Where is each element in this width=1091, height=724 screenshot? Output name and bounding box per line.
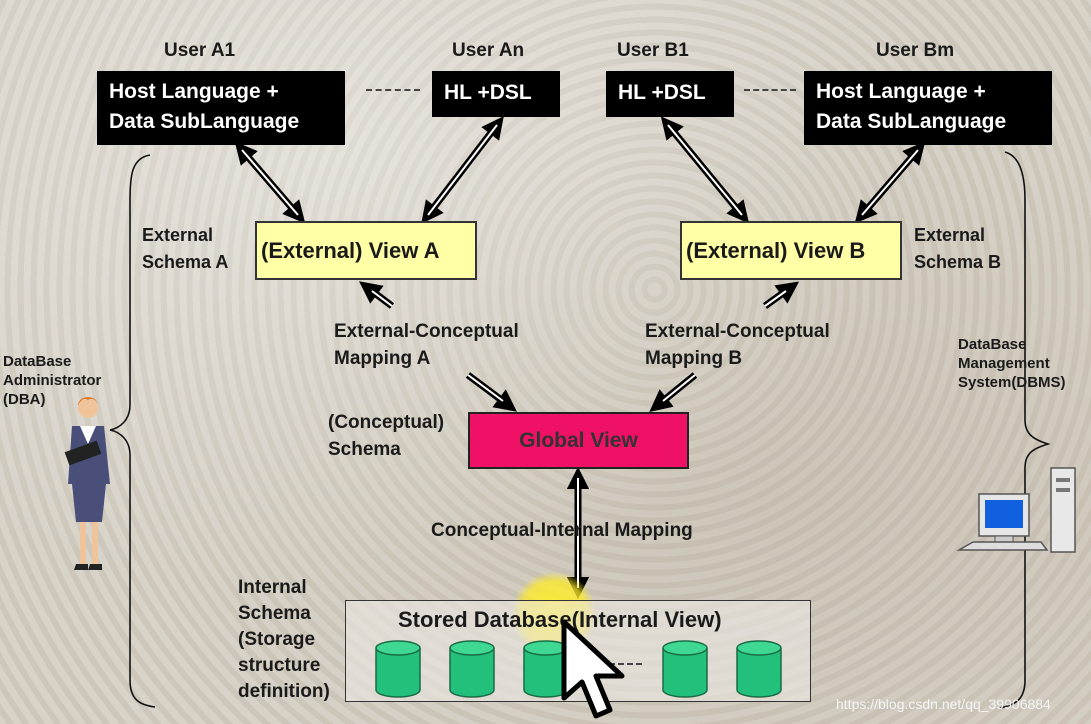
internal-schema-line1: Internal [238,577,307,598]
host-box-bm: Host Language + Data SubLanguage [804,71,1052,145]
dbms-line2: Management [958,355,1050,372]
host-a1-line2: Data SubLanguage [109,110,300,133]
mapping-b-label: External-Conceptual Mapping B [645,318,830,372]
dba-line2: Administrator [3,372,102,389]
dbms-line3: System(DBMS) [958,374,1066,391]
watermark-url: https://blog.csdn.net/qq_39906884 [836,696,1051,712]
user-a1-label: User A1 [164,40,236,61]
global-view-label: Global View [519,428,638,452]
host-an-label: HL +DSL [444,81,532,104]
user-bm-label: User Bm [876,40,955,61]
mapping-a-label: External-Conceptual Mapping A [334,318,519,372]
stored-database-label: Stored Database(Internal View) [398,607,722,632]
global-view-box: Global View [468,412,689,469]
dba-line1: DataBase [3,353,72,370]
external-schema-b-label: External Schema B [914,222,1001,276]
arrow-viewb-up [762,281,800,309]
dbms-label: DataBase Management System(DBMS) [958,335,1066,392]
mapping-a-line2: Mapping A [334,348,431,369]
user-b1-label: User B1 [617,40,689,61]
mapping-a-line1: External-Conceptual [334,321,519,342]
arrow-hostbm-viewb [854,141,926,224]
arrow-hostb1-viewb [660,116,750,224]
external-schema-b-line2: Schema B [914,252,1002,272]
database-cylinder-icon [736,640,782,698]
dbms-line1: DataBase [958,336,1027,353]
conceptual-internal-mapping-label: Conceptual-Internal Mapping [431,520,693,541]
conceptual-schema-label: (Conceptual) Schema [328,409,444,463]
person-icon [64,397,110,570]
host-box-a1: Host Language + Data SubLanguage [97,71,345,145]
arrow-hosta1-viewa [234,141,306,224]
mapping-b-line2: Mapping B [645,348,743,369]
host-b1-label: HL +DSL [618,81,706,104]
cursor-icon [561,619,625,719]
internal-schema-line3: (Storage [238,629,316,650]
conceptual-schema-line1: (Conceptual) [328,412,445,433]
dba-label: DataBase Administrator (DBA) [3,352,101,409]
internal-schema-line2: Schema [238,603,311,624]
dashed-connector-db [600,663,642,665]
mapping-b-line1: External-Conceptual [645,321,830,342]
arrow-hostan-viewa [421,116,504,224]
host-bm-line1: Host Language + [816,80,986,103]
dbms-brace [999,151,1051,709]
internal-schema-line4: structure [238,655,321,676]
dba-brace [109,154,156,708]
computer-icon [956,467,1076,553]
external-schema-a-line2: Schema A [142,252,229,272]
internal-schema-line5: definition) [238,681,330,702]
database-cylinder-icon [375,640,421,698]
user-an-label: User An [452,40,525,61]
database-cylinder-icon [449,640,495,698]
external-schema-a-label: External Schema A [142,222,228,276]
external-view-b-label: (External) View B [686,237,866,263]
arrow-mappingb-global [649,372,698,413]
host-a1-line1: Host Language + [109,80,279,103]
external-schema-a-line1: External [142,225,214,245]
dba-line3: (DBA) [3,391,46,408]
external-view-a: (External) View A [255,221,477,280]
arrow-mappinga-global [465,372,517,412]
database-cylinder-icon [662,640,708,698]
host-box-b1: HL +DSL [606,71,734,117]
external-view-a-label: (External) View A [261,237,440,263]
host-box-an: HL +DSL [432,71,560,117]
dashed-connector-a [366,89,420,91]
database-cylinder-icon [523,640,569,698]
external-view-b: (External) View B [680,221,902,280]
conceptual-schema-line2: Schema [328,439,401,460]
internal-schema-label: Internal Schema (Storage structure defin… [238,575,330,705]
dashed-connector-b [744,89,796,91]
arrow-viewa-up [359,281,395,309]
host-bm-line2: Data SubLanguage [816,110,1007,133]
external-schema-b-line1: External [914,225,986,245]
